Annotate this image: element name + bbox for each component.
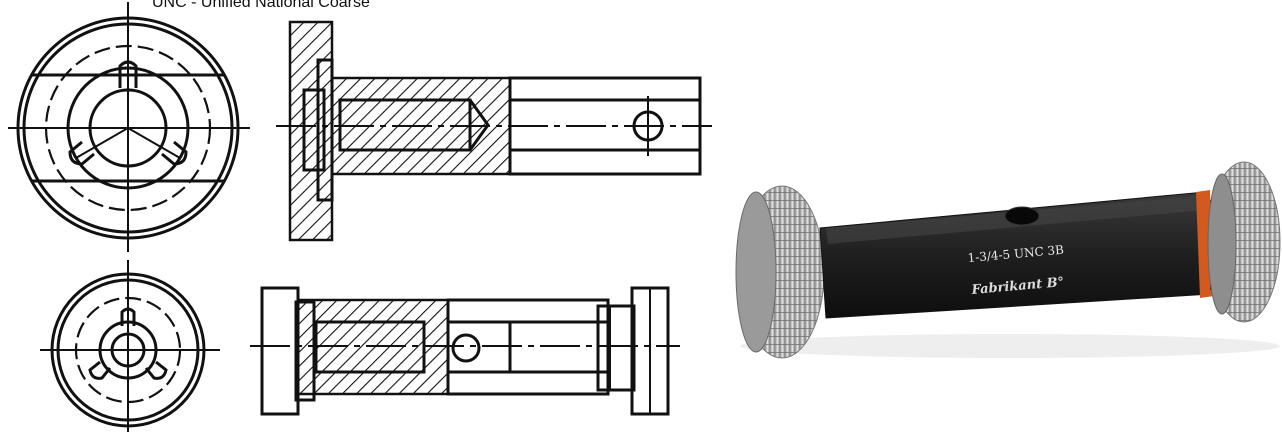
section-view-top: [276, 20, 712, 242]
section-view-bottom: [250, 286, 680, 416]
end-view-small: [40, 260, 220, 432]
thread-plug-gauge-illustration: 1-3/4-5 UNC 3B Fabrikant B°: [735, 161, 1281, 359]
standard-caption: UNC - Unified National Coarse: [152, 0, 370, 11]
end-view-large: [8, 2, 250, 252]
